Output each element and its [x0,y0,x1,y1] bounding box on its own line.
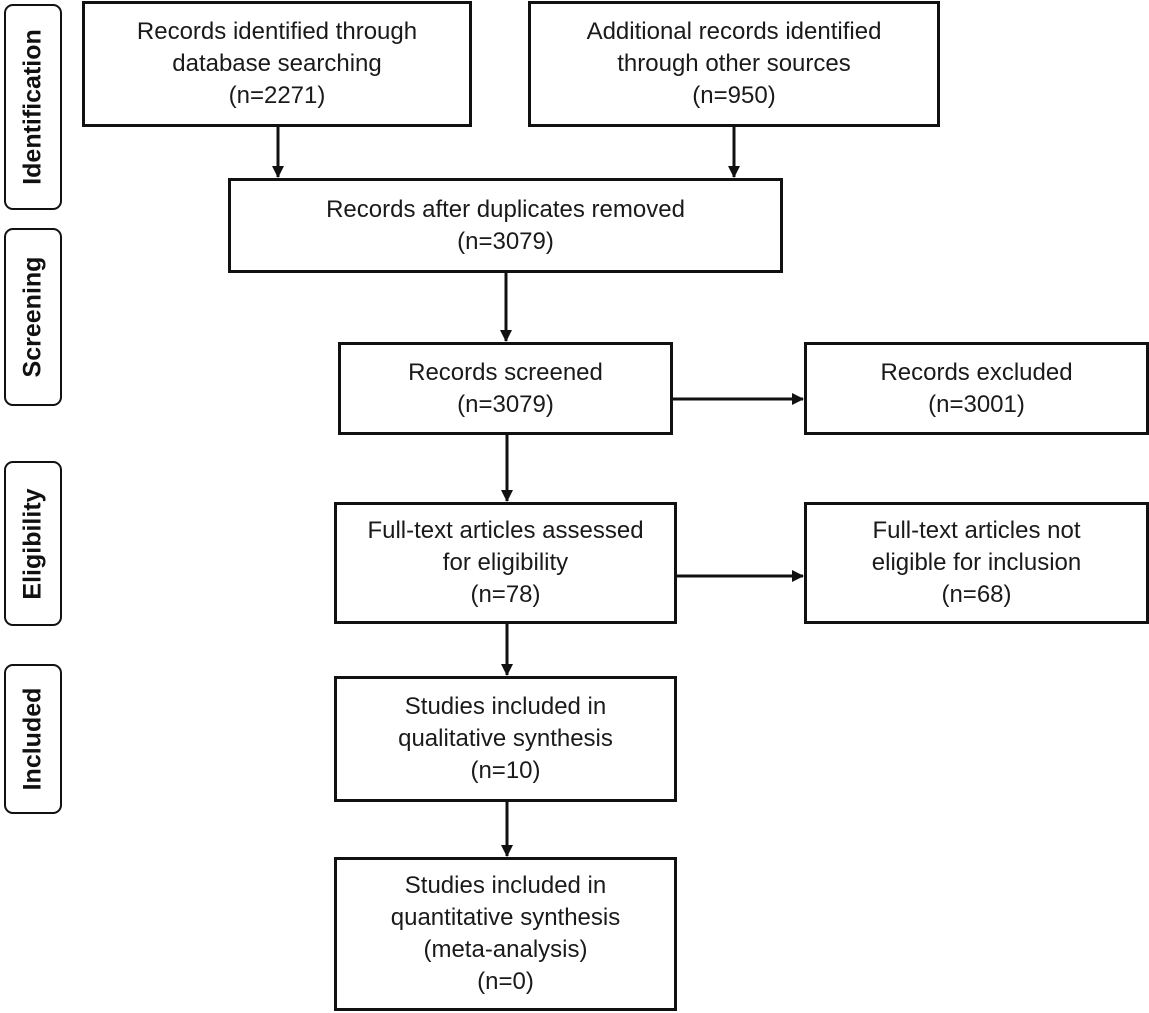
box-line: Records identified through [136,18,418,45]
box-line: Full-text articles not [872,517,1081,544]
box-records-excluded: Records excluded (n=3001) [804,342,1149,435]
box-after-duplicates: Records after duplicates removed (n=3079… [228,178,783,273]
box-line: Records after duplicates removed [326,195,685,223]
box-line: (n=78) [470,581,541,608]
box-line: Additional records identified [586,18,882,45]
box-not-eligible: Full-text articles not eligible for incl… [804,502,1149,624]
box-line: (n=10) [470,757,541,784]
box-line: Records excluded [880,358,1073,386]
box-quantitative-synthesis: Studies included in quantitative synthes… [334,857,677,1011]
box-database-records: Records identified through database sear… [82,1,472,127]
stage-identification: Identification [4,4,62,210]
box-line: (n=3001) [928,390,1025,418]
box-line: (n=68) [941,581,1012,608]
box-fulltext-assessed: Full-text articles assessed for eligibil… [334,502,677,624]
box-line: Records screened [408,358,603,386]
box-line: qualitative synthesis [398,725,613,752]
box-qualitative-synthesis: Studies included in qualitative synthesi… [334,676,677,802]
box-line: (n=0) [477,968,534,995]
box-line: (n=950) [692,82,776,109]
box-line: quantitative synthesis [390,904,621,931]
box-line: (n=3079) [457,390,554,418]
box-line: (n=2271) [228,82,326,109]
box-line: database searching [172,50,382,77]
stage-included: Included [4,664,62,814]
stage-screening: Screening [4,228,62,406]
box-records-screened: Records screened (n=3079) [338,342,673,435]
box-other-sources: Additional records identified through ot… [528,1,940,127]
box-line: Studies included in [404,872,607,899]
box-line: for eligibility [442,549,569,576]
box-line: eligible for inclusion [871,549,1082,576]
stage-eligibility: Eligibility [4,461,62,626]
box-line: through other sources [617,50,851,77]
box-line: (meta-analysis) [423,936,588,963]
box-line: Full-text articles assessed [367,517,644,544]
box-line: (n=3079) [457,227,554,255]
box-line: Studies included in [404,693,607,720]
